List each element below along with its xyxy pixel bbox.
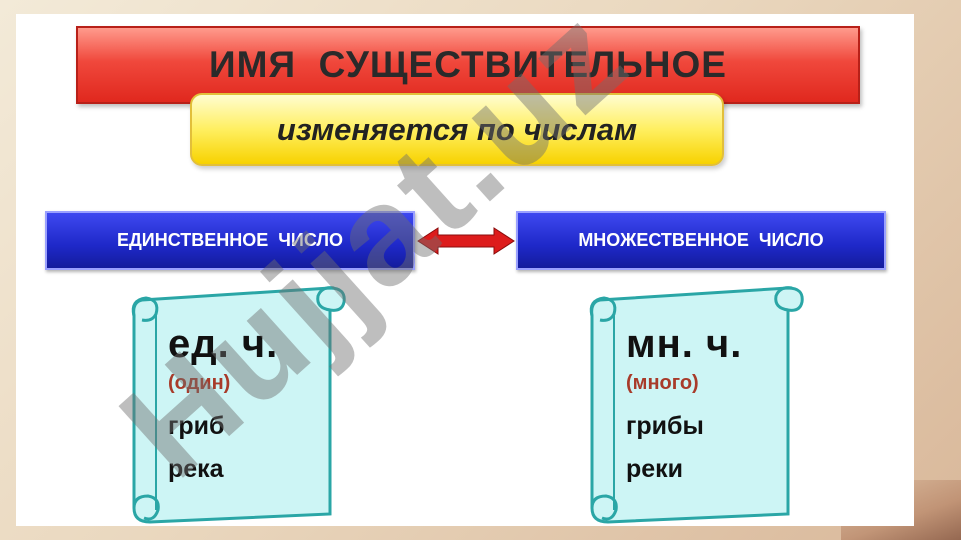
plural-abbr: мн. ч.	[626, 322, 743, 366]
singular-number-box: ЕДИНСТВЕННОЕ ЧИСЛО	[45, 211, 415, 270]
plural-example-1: грибы	[626, 412, 704, 440]
subtitle-banner: изменяется по числам	[190, 93, 724, 166]
double-arrow-icon	[417, 227, 515, 255]
plural-content: мн. ч. (много) грибы реки	[626, 322, 742, 484]
singular-example-1: гриб	[168, 412, 225, 440]
page-title: ИМЯ СУЩЕСТВИТЕЛЬНОЕ	[209, 44, 727, 85]
singular-content: ед. ч. (один) гриб река	[168, 322, 278, 484]
plural-example-2: реки	[626, 455, 684, 483]
subtitle: изменяется по числам	[276, 111, 638, 147]
plural-number-box: МНОЖЕСТВЕННОЕ ЧИСЛО	[516, 211, 886, 270]
slide-panel: ИМЯ СУЩЕСТВИТЕЛЬНОЕ изменяется по числам…	[16, 14, 914, 526]
plural-scroll: мн. ч. (много) грибы реки	[578, 282, 808, 528]
title-banner: ИМЯ СУЩЕСТВИТЕЛЬНОЕ	[76, 26, 860, 104]
plural-label: МНОЖЕСТВЕННОЕ ЧИСЛО	[578, 230, 824, 250]
singular-scroll: ед. ч. (один) гриб река	[120, 282, 350, 528]
singular-note: (один)	[168, 372, 231, 394]
singular-example-2: река	[168, 455, 224, 483]
singular-abbr: ед. ч.	[168, 322, 279, 366]
scroll-icon	[589, 286, 804, 524]
scroll-icon	[131, 286, 346, 524]
plural-note: (много)	[626, 372, 699, 394]
singular-label: ЕДИНСТВЕННОЕ ЧИСЛО	[116, 230, 344, 250]
